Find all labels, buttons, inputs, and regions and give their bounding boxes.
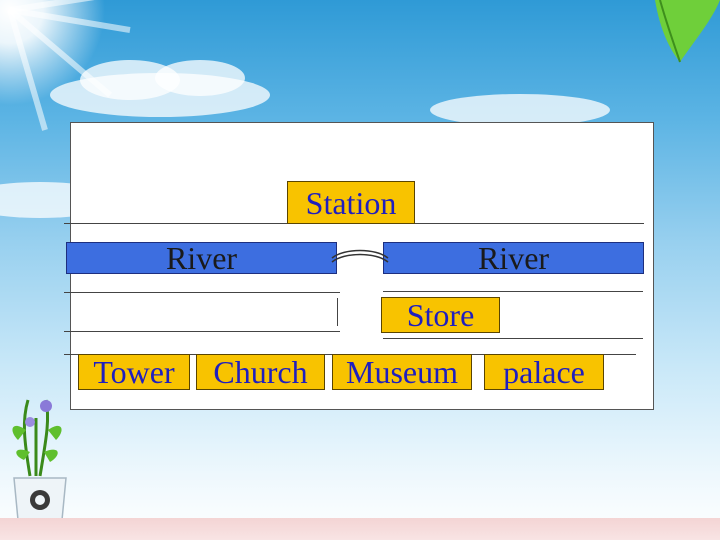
bridge-icon (331, 249, 389, 263)
palace-label: palace (484, 354, 604, 390)
river-right: River (383, 242, 644, 274)
tower-label: Tower (78, 354, 190, 390)
street-line (64, 292, 340, 293)
leaf-icon (655, 0, 720, 63)
station-label: Station (287, 181, 415, 224)
flower-pot-icon (12, 399, 67, 521)
river-left: River (66, 242, 337, 274)
street-line (64, 331, 340, 332)
street-line (383, 338, 643, 339)
museum-label: Museum (332, 354, 472, 390)
church-label: Church (196, 354, 325, 390)
river-right-label: River (477, 240, 550, 276)
river-left-label: River (165, 240, 238, 276)
street-line (383, 291, 643, 292)
bottom-band (0, 518, 720, 540)
store-label: Store (381, 297, 500, 333)
street-line (337, 298, 338, 326)
